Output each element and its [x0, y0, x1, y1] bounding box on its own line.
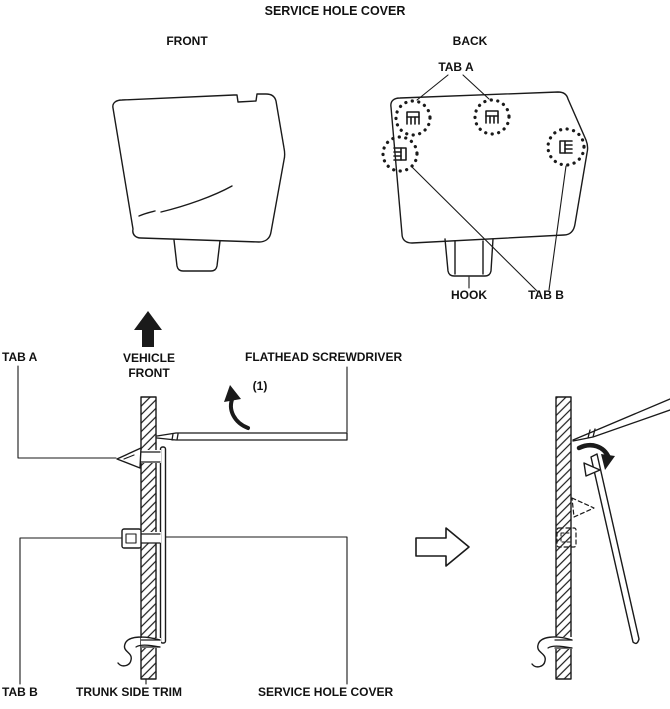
tab-a-clip-ghost: [571, 497, 595, 518]
service-hole-cover-leader: [165, 536, 348, 685]
back-view-label: BACK: [453, 34, 488, 48]
service-hole-cover-edge: [159, 446, 167, 644]
pry-motion-arc: [228, 395, 250, 430]
hook-shape: [117, 636, 161, 667]
front-cover-crease-short: [138, 210, 156, 217]
hook-shape-inner: [135, 644, 161, 648]
trunk-side-trim-label: TRUNK SIDE TRIM: [76, 685, 182, 699]
back-view: [381, 74, 589, 292]
vehicle-front-arrow-head: [134, 311, 162, 330]
tab-b-clip-ghost: [556, 527, 577, 548]
figure-title: SERVICE HOLE COVER: [265, 4, 406, 18]
vehicle-front-label-line2: FRONT: [128, 366, 170, 380]
tab-b-clip-detail: [125, 533, 137, 544]
tab-a-clip-released: [583, 462, 601, 477]
tab-b-clip-ghost-detail: [560, 532, 572, 543]
tab-a-clip-detail: [123, 454, 135, 460]
left-tab-a-leader: [17, 365, 117, 459]
service-hole-cover-label: SERVICE HOLE COVER: [258, 685, 393, 699]
vehicle-front-arrow: [134, 311, 162, 347]
flathead-screwdriver-tool-right: [572, 398, 670, 442]
tab-clip-icon: [485, 110, 499, 124]
tab-a-circle-right: [473, 98, 511, 136]
transition-arrow-icon: [415, 527, 470, 567]
tilted-cover-edge: [590, 453, 640, 645]
front-view-label: FRONT: [166, 34, 208, 48]
back-tab-b-label: TAB B: [528, 288, 564, 302]
back-tab-a-label: TAB A: [438, 60, 474, 74]
front-cover-outline: [112, 93, 286, 243]
tab-clip-icon: [406, 111, 420, 125]
bottom-tab-b-label: TAB B: [2, 685, 38, 699]
tab-b-leader-lines: [411, 165, 567, 292]
front-view: [112, 93, 286, 272]
tab-b-slot-mask: [141, 532, 161, 543]
vehicle-front-arrow-shaft: [142, 329, 154, 347]
front-cover-crease-long: [160, 185, 233, 213]
tab-a-circle-left: [394, 99, 432, 137]
hook-slot-mask: [141, 638, 161, 648]
flathead-screwdriver-tool: [156, 432, 348, 441]
tab-b-circle-right: [546, 127, 586, 167]
vehicle-front-label-line1: VEHICLE: [123, 351, 175, 365]
bottom-tab-b-leader: [19, 537, 122, 685]
step-1-label: (1): [253, 379, 268, 393]
front-cover-bottom-tab: [173, 239, 221, 272]
tab-a-leader-lines: [416, 74, 490, 101]
back-hook-shape: [444, 238, 494, 277]
hook-label: HOOK: [451, 288, 487, 302]
release-motion-arrowhead: [601, 454, 615, 470]
tab-clip-icon: [559, 140, 573, 154]
hook-shape-right-inner: [547, 645, 573, 649]
tab-a-clip: [116, 447, 142, 469]
left-cross-section: [17, 365, 348, 685]
pry-motion-arrowhead: [224, 385, 241, 402]
tab-a-slot-mask: [141, 450, 161, 463]
hook-shape-right: [531, 636, 573, 668]
back-hook-inner-lines: [454, 240, 484, 275]
tab-b-slot-lines: [140, 533, 161, 544]
tab-a-slot-lines: [140, 451, 161, 463]
flathead-screwdriver-label: FLATHEAD SCREWDRIVER: [245, 350, 402, 364]
right-cross-section: [531, 396, 670, 680]
tab-b-clip: [121, 528, 142, 549]
left-tab-a-label: TAB A: [2, 350, 38, 364]
back-cover-outline: [390, 91, 589, 244]
tab-b-circle-left: [381, 135, 419, 173]
